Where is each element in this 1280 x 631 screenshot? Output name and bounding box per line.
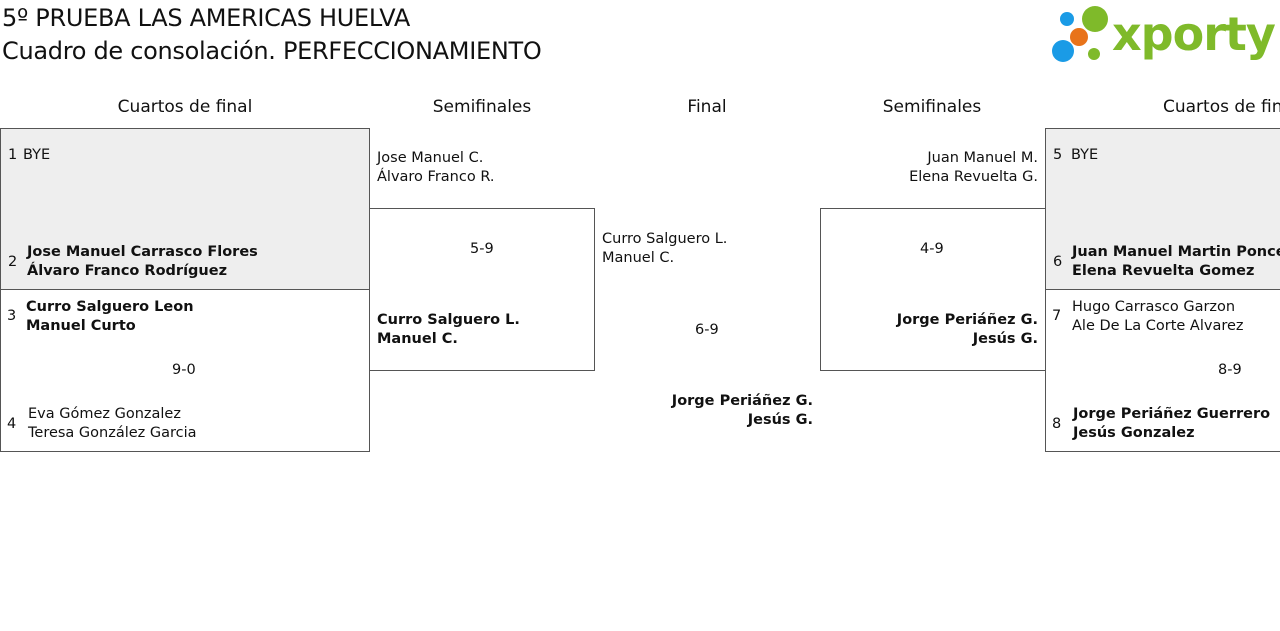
match-left-qf1[interactable]: [0, 128, 370, 290]
seed-number: 4: [7, 416, 17, 432]
seed-number: 1: [8, 147, 18, 163]
team-player1: Juan Manuel M.: [927, 150, 1038, 166]
team-player1: Eva Gómez Gonzalez: [28, 406, 181, 422]
seed-number: 7: [1052, 308, 1062, 324]
team-player2: Manuel C.: [602, 250, 675, 266]
seed-number: 2: [8, 254, 18, 270]
logo-dot-green: [1082, 6, 1108, 32]
logo-dot-green-small: [1088, 48, 1100, 60]
team-player2: Álvaro Franco R.: [377, 169, 495, 185]
team-player2: Manuel Curto: [26, 318, 136, 334]
team-player1: Hugo Carrasco Garzon: [1072, 299, 1236, 315]
seed-number: 8: [1052, 416, 1062, 432]
round-header-right-semis: Semifinales: [882, 97, 982, 117]
match-right-qf2[interactable]: [1045, 289, 1280, 452]
team-name: BYE: [23, 147, 51, 163]
team-name: BYE: [1071, 147, 1099, 163]
team-player1: Jorge Periáñez G.: [671, 393, 813, 409]
round-header-left-semis: Semifinales: [432, 97, 532, 117]
match-left-sf[interactable]: [369, 208, 595, 371]
match-score: 9-0: [172, 362, 196, 378]
round-header-left-quarters: Cuartos de final: [117, 97, 253, 117]
team-player1: Curro Salguero L.: [377, 312, 520, 328]
match-score: 5-9: [470, 241, 494, 257]
team-player1: Jose Manuel C.: [377, 150, 484, 166]
round-header-final: Final: [687, 97, 727, 117]
team-player2: Elena Revuelta Gomez: [1072, 263, 1255, 279]
xporty-logo[interactable]: xporty: [1052, 4, 1280, 68]
logo-wordmark: xporty: [1112, 7, 1276, 61]
final-score: 6-9: [695, 322, 719, 338]
match-score: 4-9: [920, 241, 944, 257]
logo-dot-orange: [1070, 28, 1088, 46]
team-player2: Jesús Gonzalez: [1073, 425, 1195, 441]
match-right-qf1[interactable]: [1045, 128, 1280, 290]
team-player2: Jesús G.: [972, 331, 1038, 347]
page-subtitle: Cuadro de consolación. PERFECCIONAMIENTO: [2, 37, 542, 65]
seed-number: 3: [7, 308, 17, 324]
team-player2: Elena Revuelta G.: [909, 169, 1038, 185]
team-player1: Jorge Periáñez Guerrero: [1073, 406, 1271, 422]
team-player1: Curro Salguero Leon: [26, 299, 194, 315]
match-score: 8-9: [1218, 362, 1242, 378]
team-player2: Álvaro Franco Rodríguez: [27, 263, 228, 279]
seed-number: 5: [1053, 147, 1063, 163]
round-header-right-quarters: Cuartos de final: [1163, 97, 1280, 117]
logo-dot-blue: [1060, 12, 1074, 26]
team-player1: Jorge Periáñez G.: [896, 312, 1038, 328]
page-title: 5º PRUEBA LAS AMERICAS HUELVA: [2, 4, 410, 32]
logo-dot-blue-large: [1052, 40, 1074, 62]
team-player1: Juan Manuel Martin Ponce: [1072, 244, 1280, 260]
team-player2: Ale De La Corte Alvarez: [1072, 318, 1244, 334]
team-player2: Manuel C.: [377, 331, 458, 347]
team-player1: Curro Salguero L.: [602, 231, 728, 247]
team-player1: Jose Manuel Carrasco Flores: [27, 244, 258, 260]
team-player2: Teresa González Garcia: [28, 425, 197, 441]
team-player2: Jesús G.: [747, 412, 813, 428]
seed-number: 6: [1053, 254, 1063, 270]
